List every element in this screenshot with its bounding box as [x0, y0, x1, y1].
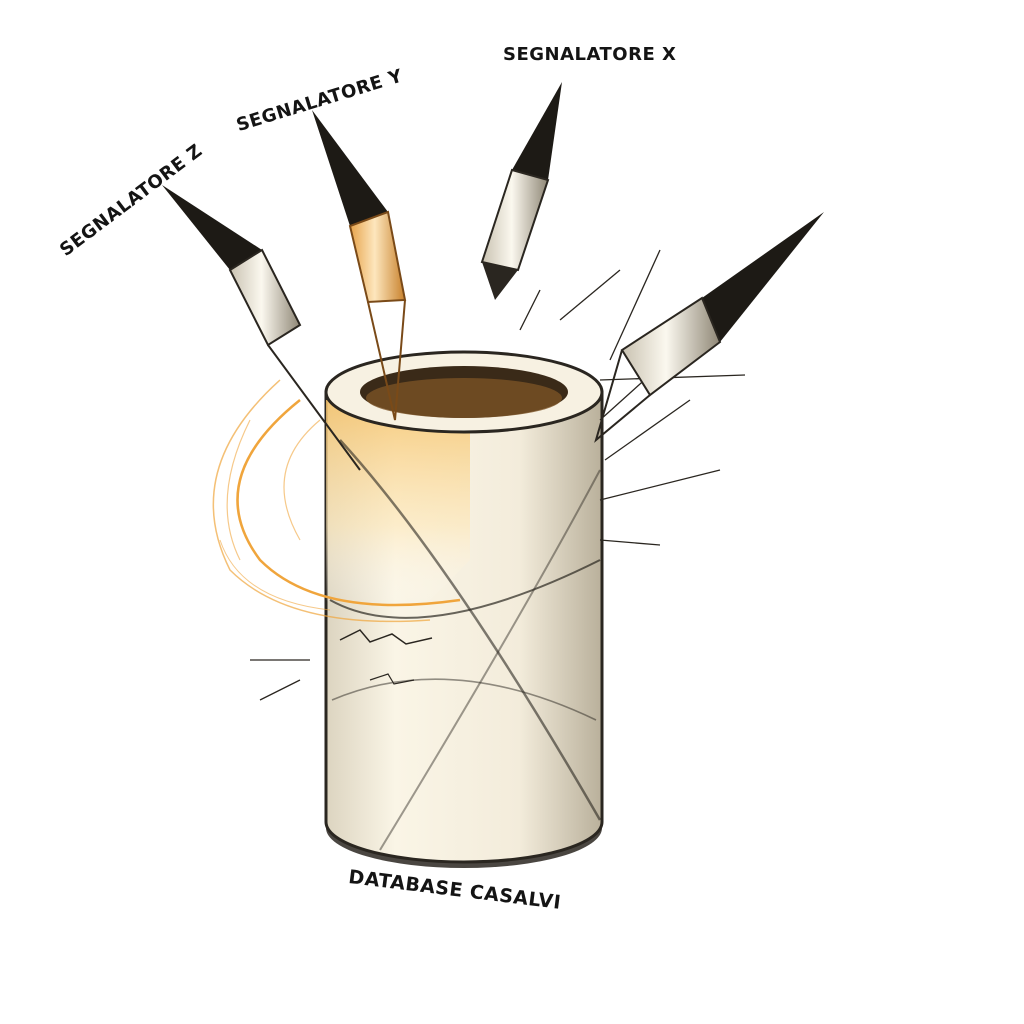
database-cylinder-icon	[324, 350, 604, 868]
arrow-z-icon	[162, 185, 361, 471]
energy-swirl	[212, 379, 461, 623]
marker-x-label: SEGNALATORE X	[503, 44, 677, 65]
arrow-x-icon	[480, 82, 562, 300]
arrow-y-icon	[312, 110, 407, 421]
arrow-right-icon	[594, 212, 824, 443]
